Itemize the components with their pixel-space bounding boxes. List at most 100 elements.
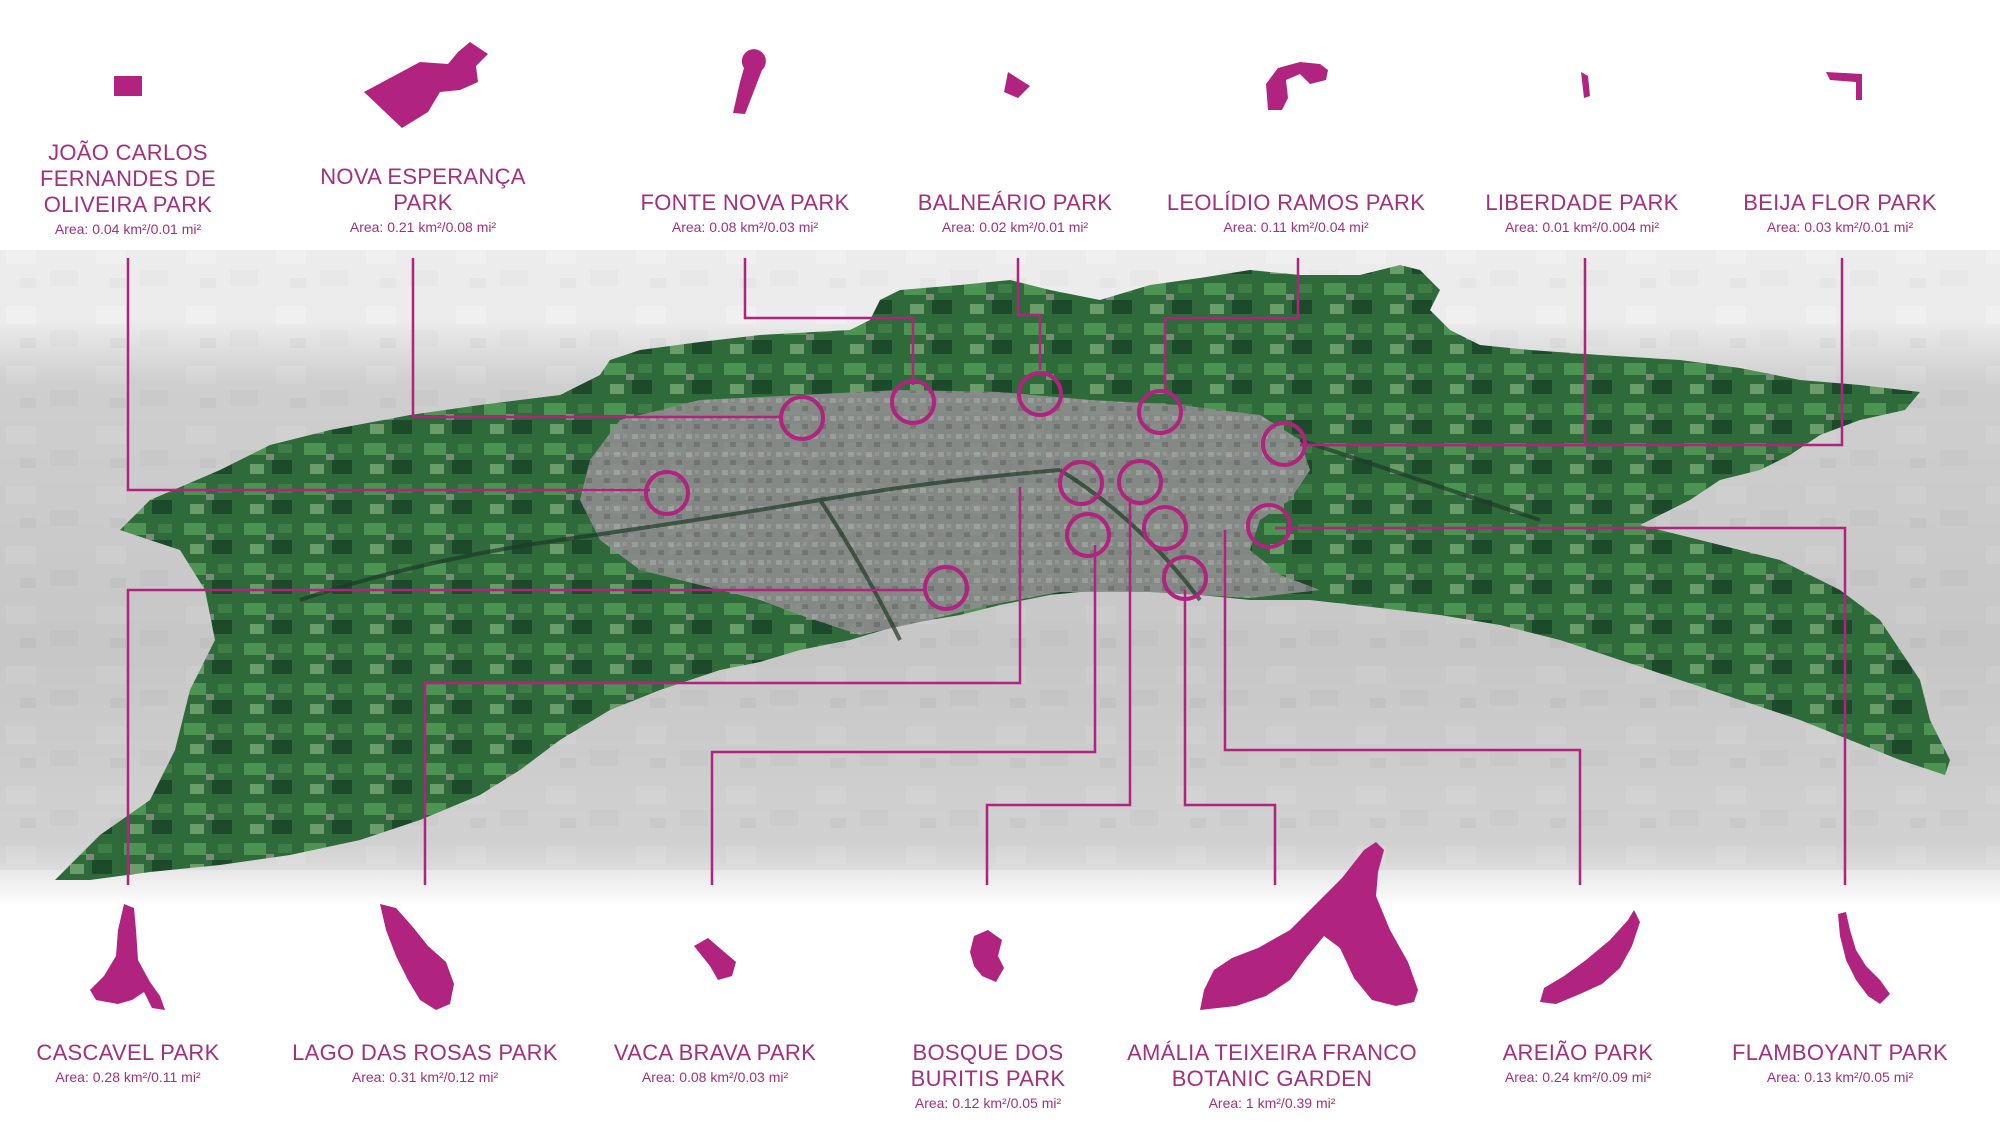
park-area: Area: 0.11 km²/0.04 mi² bbox=[1223, 219, 1369, 235]
park-area: Area: 0.12 km²/0.05 mi² bbox=[914, 1095, 1062, 1111]
marker-liberdade bbox=[1261, 421, 1307, 467]
park-name: AMÁLIA TEIXEIRA FRANCO BOTANIC GARDEN bbox=[1122, 1040, 1422, 1092]
shape-amalia-teixeira bbox=[1200, 842, 1418, 1010]
park-name: LIBERDADE PARK bbox=[1432, 190, 1732, 216]
park-name: FONTE NOVA PARK bbox=[595, 190, 895, 216]
marker-balneario bbox=[1017, 371, 1063, 417]
park-area: Area: 0.21 km²/0.08 mi² bbox=[349, 219, 497, 235]
park-name: LAGO DAS ROSAS PARK bbox=[275, 1040, 575, 1066]
park-name: AREIÃO PARK bbox=[1428, 1040, 1728, 1066]
park-name-line: FLAMBOYANT PARK bbox=[1732, 1040, 1948, 1065]
park-area: Area: 0.08 km²/0.03 mi² bbox=[671, 219, 819, 235]
marker-bosque-dos-buritis bbox=[1117, 459, 1163, 505]
marker-lago-das-rosas bbox=[1058, 460, 1104, 506]
marker-amalia-teixeira bbox=[1162, 555, 1208, 601]
leader-line-flamboyant bbox=[1275, 526, 1847, 885]
marker-joao-carlos bbox=[644, 470, 690, 516]
park-name-line: BALNEÁRIO PARK bbox=[917, 190, 1113, 215]
park-name-line: FONTE NOVA PARK bbox=[640, 190, 850, 215]
marker-cascavel bbox=[923, 565, 969, 611]
river-network bbox=[299, 438, 1541, 641]
park-label-cascavel: CASCAVEL PARK Area: 0.28 km²/0.11 mi² bbox=[0, 1040, 278, 1086]
park-label-beija-flor: BEIJA FLOR PARK Area: 0.03 km²/0.01 mi² bbox=[1690, 190, 1990, 236]
park-name: FLAMBOYANT PARK bbox=[1690, 1040, 1990, 1066]
shape-nova-esperanca bbox=[364, 42, 488, 128]
park-label-areiao: AREIÃO PARK Area: 0.24 km²/0.09 mi² bbox=[1428, 1040, 1728, 1086]
park-name-line: AREIÃO PARK bbox=[1502, 1040, 1654, 1065]
shape-balneario bbox=[1004, 72, 1030, 98]
leader-line-amalia-teixeira bbox=[1183, 590, 1277, 885]
park-area: Area: 0.01 km²/0.004 mi² bbox=[1504, 219, 1660, 235]
park-name: BEIJA FLOR PARK bbox=[1690, 190, 1990, 216]
shape-cascavel bbox=[90, 904, 165, 1010]
shape-liberdade bbox=[1581, 72, 1590, 98]
park-area: Area: 0.13 km²/0.05 mi² bbox=[1766, 1069, 1914, 1085]
park-area: Area: 0.28 km²/0.11 mi² bbox=[55, 1069, 201, 1085]
shape-lago-das-rosas bbox=[380, 904, 454, 1010]
park-label-flamboyant: FLAMBOYANT PARK Area: 0.13 km²/0.05 mi² bbox=[1690, 1040, 1990, 1086]
park-area: Area: 0.04 km²/0.01 mi² bbox=[54, 221, 202, 237]
park-name: VACA BRAVA PARK bbox=[565, 1040, 865, 1066]
leader-line-nova-esperanca bbox=[411, 258, 780, 419]
leader-line-balneario bbox=[1016, 258, 1042, 370]
park-label-fonte-nova: FONTE NOVA PARK Area: 0.08 km²/0.03 mi² bbox=[595, 190, 895, 236]
park-name: BOSQUE DOS BURITIS PARK bbox=[838, 1040, 1138, 1092]
park-name-line: JOÃO CARLOS bbox=[48, 140, 208, 165]
shape-vaca-brava bbox=[694, 938, 736, 980]
park-label-nova-esperanca: NOVA ESPERANÇA PARK Area: 0.21 km²/0.08 … bbox=[273, 164, 573, 236]
park-shapes bbox=[90, 42, 1890, 1010]
park-area: Area: 1 km²/0.39 mi² bbox=[1208, 1095, 1336, 1111]
shape-bosque-dos-buritis bbox=[970, 930, 1004, 982]
marker-areiao bbox=[1142, 505, 1188, 551]
shape-leolidio-ramos bbox=[1266, 62, 1328, 110]
leader-line-beija-flor bbox=[1300, 258, 1844, 447]
park-area: Area: 0.08 km²/0.03 mi² bbox=[641, 1069, 789, 1085]
park-label-leolidio-ramos: LEOLÍDIO RAMOS PARK Area: 0.11 km²/0.04 … bbox=[1146, 190, 1446, 236]
shape-fonte-nova bbox=[733, 49, 766, 115]
shape-flamboyant bbox=[1838, 912, 1890, 1004]
park-name: CASCAVEL PARK bbox=[0, 1040, 278, 1066]
park-area: Area: 0.31 km²/0.12 mi² bbox=[351, 1069, 499, 1085]
park-name: LEOLÍDIO RAMOS PARK bbox=[1146, 190, 1446, 216]
park-name-line: CASCAVEL PARK bbox=[36, 1040, 220, 1065]
park-name: BALNEÁRIO PARK bbox=[865, 190, 1165, 216]
park-name-line: LAGO DAS ROSAS PARK bbox=[292, 1040, 558, 1065]
marker-fonte-nova bbox=[890, 379, 936, 425]
park-name-line: AMÁLIA TEIXEIRA FRANCO bbox=[1127, 1040, 1417, 1065]
park-name: NOVA ESPERANÇA PARK bbox=[273, 164, 573, 216]
urban-core bbox=[580, 390, 1320, 635]
park-area: Area: 0.02 km²/0.01 mi² bbox=[941, 219, 1089, 235]
park-label-lago-das-rosas: LAGO DAS ROSAS PARK Area: 0.31 km²/0.12 … bbox=[275, 1040, 575, 1086]
shape-areiao bbox=[1540, 910, 1640, 1004]
park-area: Area: 0.24 km²/0.09 mi² bbox=[1504, 1069, 1652, 1085]
park-location-markers bbox=[644, 371, 1307, 611]
park-label-joao-carlos: JOÃO CARLOS FERNANDES DE OLIVEIRA PARK A… bbox=[0, 140, 278, 238]
leader-line-joao-carlos bbox=[126, 258, 650, 492]
park-name-line: PARK bbox=[393, 190, 453, 215]
park-label-liberdade: LIBERDADE PARK Area: 0.01 km²/0.004 mi² bbox=[1432, 190, 1732, 236]
park-name-line: BOTANIC GARDEN bbox=[1171, 1066, 1373, 1091]
marker-nova-esperanca bbox=[779, 395, 825, 441]
park-label-vaca-brava: VACA BRAVA PARK Area: 0.08 km²/0.03 mi² bbox=[565, 1040, 865, 1086]
shape-joao-carlos bbox=[114, 76, 142, 96]
park-name-line: OLIVEIRA PARK bbox=[43, 192, 213, 217]
park-name-line: NOVA ESPERANÇA bbox=[320, 164, 526, 189]
park-name-line: BOSQUE DOS bbox=[912, 1040, 1064, 1065]
leader-line-vaca-brava bbox=[710, 545, 1097, 885]
marker-vaca-brava bbox=[1065, 512, 1111, 558]
park-name-line: LEOLÍDIO RAMOS PARK bbox=[1166, 190, 1426, 215]
marker-beija-flor bbox=[1246, 503, 1292, 549]
park-name-line: BEIJA FLOR PARK bbox=[1743, 190, 1937, 215]
park-name-line: BURITIS PARK bbox=[910, 1066, 1066, 1091]
park-label-balneario: BALNEÁRIO PARK Area: 0.02 km²/0.01 mi² bbox=[865, 190, 1165, 236]
leader-line-areiao bbox=[1223, 530, 1582, 885]
leader-lines bbox=[126, 258, 1847, 885]
park-label-bosque-dos-buritis: BOSQUE DOS BURITIS PARK Area: 0.12 km²/0… bbox=[838, 1040, 1138, 1112]
park-label-amalia-teixeira: AMÁLIA TEIXEIRA FRANCO BOTANIC GARDEN Ar… bbox=[1122, 1040, 1422, 1112]
leader-line-bosque-dos-buritis bbox=[985, 500, 1132, 885]
leader-line-fonte-nova bbox=[743, 258, 915, 385]
park-name-line: VACA BRAVA PARK bbox=[613, 1040, 817, 1065]
park-name-line: FERNANDES DE bbox=[40, 166, 216, 191]
